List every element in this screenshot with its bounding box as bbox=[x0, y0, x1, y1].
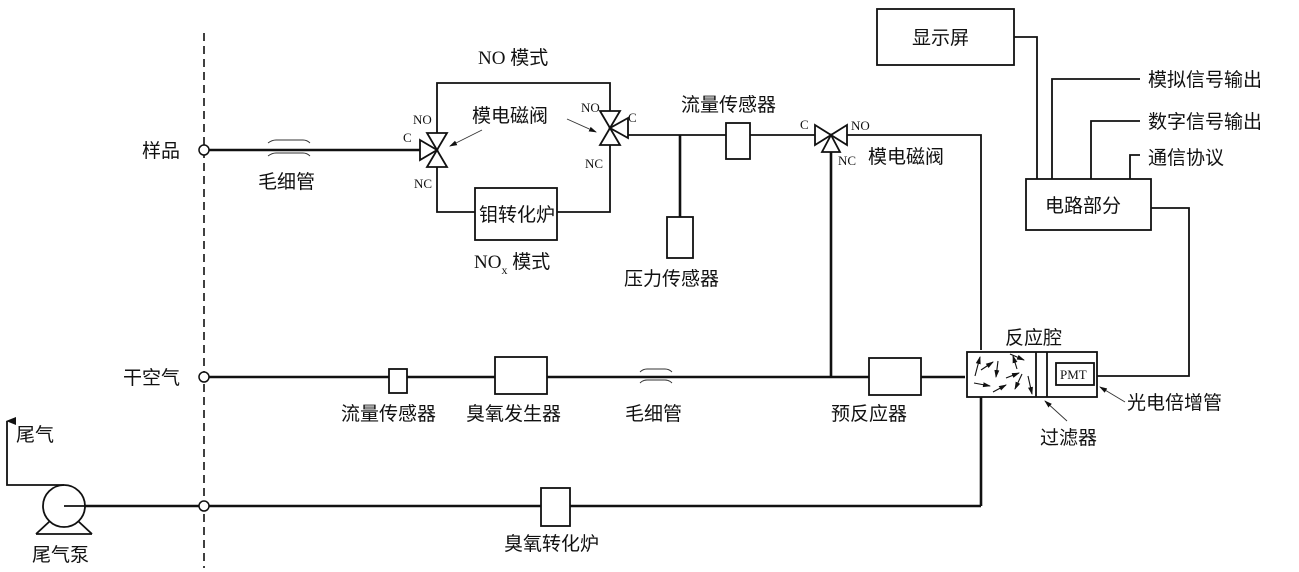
circuit-section bbox=[1025, 178, 1152, 231]
flow-sensor-2 bbox=[388, 368, 408, 394]
reaction-chamber-label: 反应腔 bbox=[1005, 327, 1062, 349]
pmt-label: PMT bbox=[1060, 367, 1087, 382]
exhaust-pump-icon bbox=[35, 484, 93, 535]
circuit-label: 电路部分 bbox=[1045, 195, 1121, 217]
valve-3-port-c: C bbox=[800, 117, 809, 132]
valve-3-port-nc: NC bbox=[838, 153, 856, 168]
solenoid-valve-1-icon bbox=[419, 132, 449, 168]
dry-air-label: 干空气 bbox=[123, 367, 180, 389]
filter-label: 过滤器 bbox=[1040, 427, 1097, 449]
valve-3-port-no: NO bbox=[851, 118, 870, 133]
protocol-label: 通信协议 bbox=[1148, 147, 1224, 169]
exhaust-port bbox=[198, 500, 210, 512]
flow-sensor-1-label: 流量传感器 bbox=[681, 94, 776, 116]
molybdenum-converter-label: 钼转化炉 bbox=[479, 204, 555, 226]
nox-mode-path bbox=[436, 167, 475, 213]
capillary-1-label: 毛细管 bbox=[258, 171, 315, 193]
pre-reactor-label: 预反应器 bbox=[831, 403, 907, 425]
capillary-2-icon bbox=[639, 368, 673, 384]
display-screen bbox=[876, 8, 1015, 66]
ozone-converter-label: 臭氧转化炉 bbox=[504, 533, 599, 555]
pmt-full-label: 光电倍增管 bbox=[1127, 392, 1222, 414]
analog-output-label: 模拟信号输出 bbox=[1148, 69, 1262, 91]
pmt-box bbox=[1055, 362, 1095, 386]
pre-reactor bbox=[868, 357, 922, 396]
no-mode-label: NO 模式 bbox=[478, 47, 548, 69]
flow-sensor-1 bbox=[725, 122, 751, 160]
solenoid-valve-3-label: 模电磁阀 bbox=[868, 146, 944, 168]
pressure-sensor-label: 压力传感器 bbox=[624, 268, 719, 290]
valve-2-port-no: NO bbox=[581, 100, 600, 115]
ozone-generator bbox=[494, 356, 548, 395]
molybdenum-converter bbox=[474, 187, 558, 241]
display-label: 显示屏 bbox=[912, 27, 969, 49]
ozone-generator-label: 臭氧发生器 bbox=[466, 403, 561, 425]
ozone-converter bbox=[540, 487, 571, 527]
nox-mode-label: NOx 模式 bbox=[474, 251, 550, 277]
solenoid-valve-3-icon bbox=[814, 123, 848, 153]
sample-inlet-port bbox=[198, 144, 210, 156]
exhaust-pump-label: 尾气泵 bbox=[32, 544, 89, 566]
sample-label: 样品 bbox=[142, 140, 180, 162]
valve-1-port-nc: NC bbox=[414, 176, 432, 191]
solenoid-valve-2-icon bbox=[598, 110, 629, 146]
valve-1-port-c: C bbox=[403, 130, 412, 145]
valve-1-port-no: NO bbox=[413, 112, 432, 127]
reaction-chamber bbox=[966, 351, 1098, 398]
valve-2-port-c: C bbox=[628, 110, 637, 125]
solenoid-valve-label: 模电磁阀 bbox=[472, 105, 548, 127]
no-mode-bypass bbox=[436, 82, 611, 133]
capillary-1-icon bbox=[267, 139, 311, 157]
capillary-2-label: 毛细管 bbox=[625, 403, 682, 425]
dry-air-inlet-port bbox=[198, 371, 210, 383]
digital-output-label: 数字信号输出 bbox=[1148, 111, 1262, 133]
pressure-sensor bbox=[666, 216, 694, 259]
exhaust-label: 尾气 bbox=[16, 424, 54, 446]
flow-sensor-2-label: 流量传感器 bbox=[341, 403, 436, 425]
valve-2-port-nc: NC bbox=[585, 156, 603, 171]
